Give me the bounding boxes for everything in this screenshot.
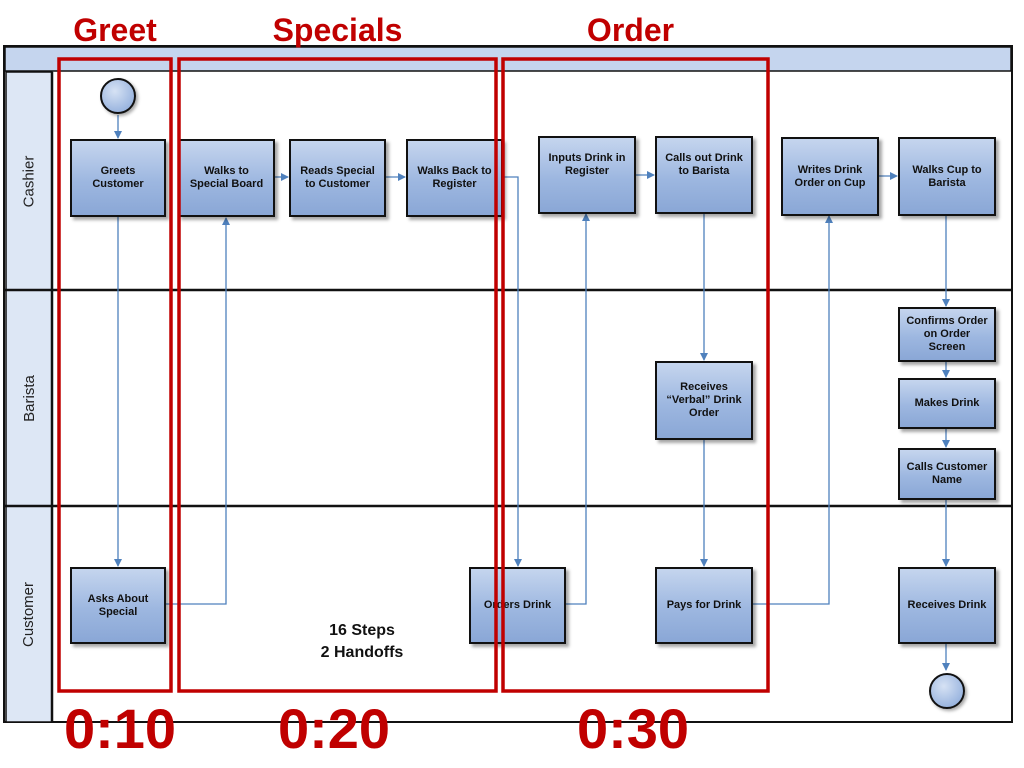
connector-pays-writes xyxy=(753,215,833,605)
step-makes-drink: Makes Drink xyxy=(898,378,996,429)
step-writes-drink: Writes Drink Order on Cup xyxy=(781,137,879,216)
summary-handoffs: 2 Handoffs xyxy=(320,644,404,661)
lane-label-cashier: Cashier xyxy=(20,155,38,207)
phase-title-order: Order xyxy=(586,12,675,48)
step-walks-back: Walks Back to Register xyxy=(406,139,503,217)
step-walks-cup: Walks Cup to Barista xyxy=(898,137,996,216)
lane-header-customer xyxy=(5,505,53,723)
phase-time-greet: 0:10 xyxy=(63,697,177,760)
step-calls-out-drink: Calls out Drink to Barista xyxy=(655,136,753,214)
step-asks-about-special: Asks About Special xyxy=(70,567,166,644)
step-pays-for-drink: Pays for Drink xyxy=(655,567,753,644)
phase-time-order: 0:30 xyxy=(576,697,690,760)
lane-label-barista: Barista xyxy=(20,374,38,422)
step-receives-verbal-order: Receives “Verbal” Drink Order xyxy=(655,361,753,440)
summary-steps: 16 Steps xyxy=(329,622,395,639)
start-event xyxy=(100,78,136,114)
step-orders-drink: Orders Drink xyxy=(469,567,566,644)
step-confirms-order: Confirms Order on Order Screen xyxy=(898,307,996,362)
summary-text: 16 Steps 2 Handoffs xyxy=(292,620,432,664)
phase-title-greet: Greet xyxy=(73,12,157,48)
lane-label-customer: Customer xyxy=(20,581,38,647)
lane-header-cashier xyxy=(5,71,53,291)
phase-title-specials: Specials xyxy=(272,12,403,48)
step-receives-drink: Receives Drink xyxy=(898,567,996,644)
end-event xyxy=(929,673,965,709)
step-inputs-drink: Inputs Drink in Register xyxy=(538,136,636,214)
step-reads-special: Reads Special to Customer xyxy=(289,139,386,217)
step-walks-to-special-board: Walks to Special Board xyxy=(178,139,275,217)
step-calls-customer-name: Calls Customer Name xyxy=(898,448,996,500)
phase-time-specials: 0:20 xyxy=(277,697,391,760)
step-greets-customer: Greets Customer xyxy=(70,139,166,217)
